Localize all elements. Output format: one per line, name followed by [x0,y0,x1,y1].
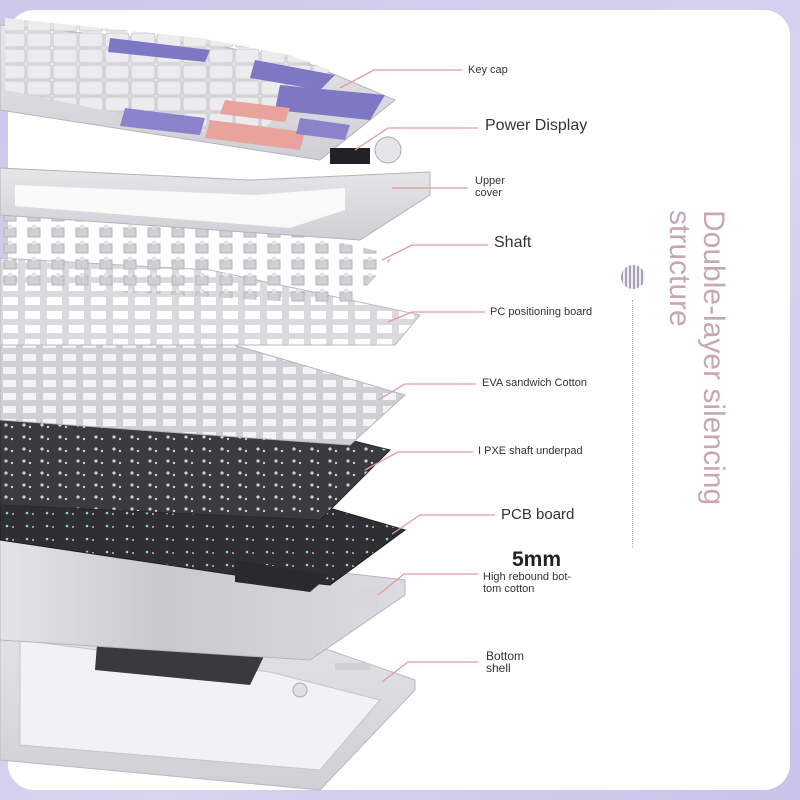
label-pcb-board: PCB board [501,506,575,523]
leader-key-cap [339,69,462,89]
leader-eva [377,383,476,401]
leader-power-display [354,127,478,151]
label-thickness-5mm: 5mm [512,548,562,571]
label-bottom-cotton-line1: High rebound bot- [483,571,572,583]
label-key-cap: Key cap [468,64,508,76]
side-title: Double-layer silencing structure [662,210,730,530]
leader-shaft [381,244,488,261]
side-title-line2: structure [663,210,696,327]
label-bottom-shell-line1: Bottom [486,649,525,663]
sound-wave-icon [621,265,645,289]
label-upper-cover-line2: cover [475,187,502,199]
label-shaft: Shaft [494,234,532,251]
label-pc-positioning-board: PC positioning board [490,306,593,318]
leader-bottom-shell [381,661,478,683]
keycap-layer [0,18,402,164]
label-ixpe-shaft-underpad: I PXE shaft underpad [478,445,583,457]
label-upper-cover-line1: Upper [475,175,505,187]
leader-bottom-cotton [377,573,478,596]
label-eva-sandwich-cotton: EVA sandwich Cotton [482,377,587,389]
leader-pc-board [387,311,485,323]
side-title-line1: Double-layer silencing [697,210,730,506]
label-upper-cover: Upper cover [475,175,505,199]
leader-lines [339,69,495,683]
label-bottom-shell-line2: shell [486,661,511,675]
upper-cover-layer [0,167,431,241]
label-power-display: Power Display [485,117,588,134]
shaft-switch-layer [0,195,395,305]
leader-pcb [391,514,495,535]
label-bottom-cotton-line2: tom cotton [483,583,535,595]
leader-ixpe [364,451,473,471]
label-high-rebound-bottom-cotton: High rebound bot- tom cotton [483,571,571,595]
side-divider [632,300,633,548]
label-bottom-shell: Bottom shell [486,650,524,674]
